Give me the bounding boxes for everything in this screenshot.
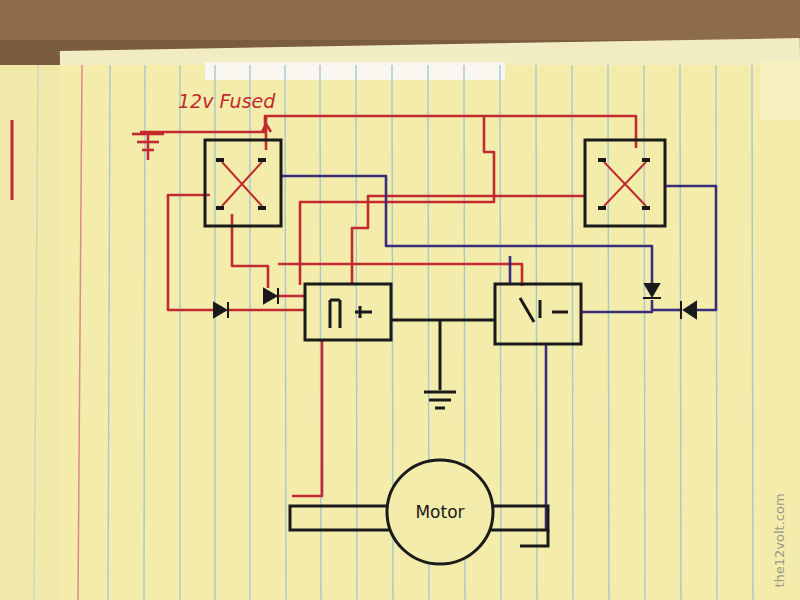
node-text: Motor [415, 502, 464, 522]
watermark: the12volt.com [771, 493, 786, 587]
motor-circle: Motor [385, 458, 495, 566]
supply-label: 12v Fused [178, 90, 275, 112]
